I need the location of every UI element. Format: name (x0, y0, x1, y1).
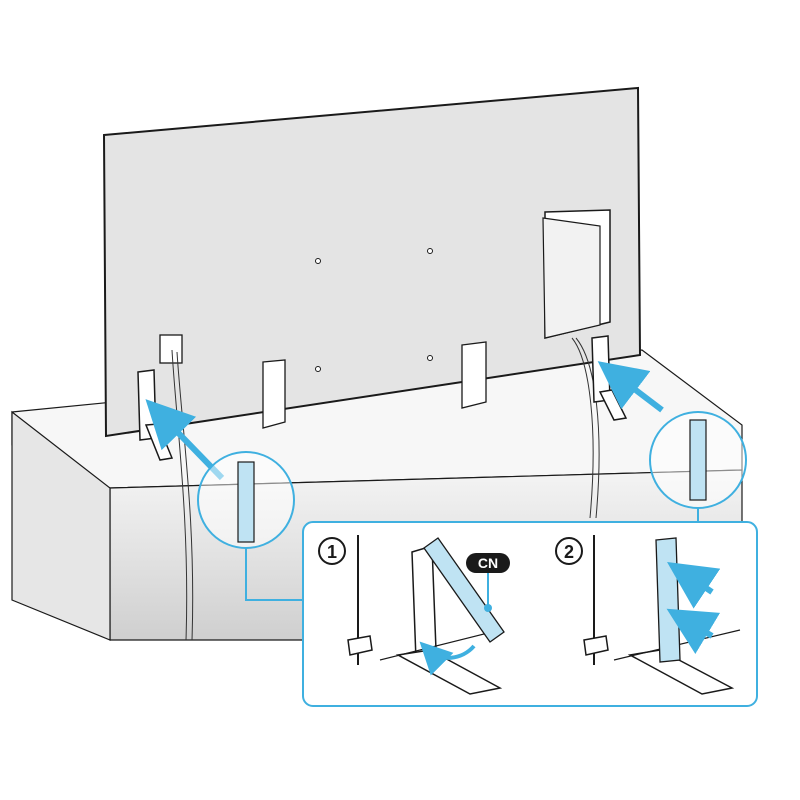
tv-back-panel (102, 86, 642, 438)
cables (171, 337, 600, 641)
step-2-badge (555, 537, 583, 565)
stand-foot-rear (347, 635, 373, 656)
step-2: 2 (555, 535, 741, 695)
attach-arrow-right (597, 361, 664, 413)
detail-panel: 1 CN 2 (302, 521, 758, 707)
wall-mount-hole (315, 258, 321, 264)
cn-pointer-dot (484, 604, 492, 612)
tv-back (102, 86, 642, 438)
cable-cover-part (237, 461, 255, 543)
power-socket (159, 334, 183, 364)
cn-tag-label: CN (478, 555, 498, 571)
cabinet-side (11, 410, 111, 641)
step-1-label: 1 (327, 542, 337, 562)
step-1-badge (318, 537, 346, 565)
zoom-circle-left (197, 451, 295, 549)
push-arrow-upper (667, 562, 721, 609)
wall-mount-hole (315, 366, 321, 372)
stand-foot-rear (583, 635, 609, 656)
stand-post (411, 545, 437, 662)
zoom-circle-right (649, 411, 747, 509)
rotation-arrow (419, 641, 476, 676)
step-2-label: 2 (564, 542, 574, 562)
stand-clip (262, 359, 286, 429)
stand-clip (461, 341, 487, 409)
cn-tag (466, 553, 510, 573)
terminal-cover-panel (542, 217, 601, 339)
cable-cover-tilted (423, 537, 505, 643)
cable-cover-attached (655, 537, 681, 663)
leader-line-left (245, 548, 303, 601)
push-arrow-lower (666, 608, 721, 655)
wall-mount-hole (427, 248, 433, 254)
wall-mount-hole (427, 355, 433, 361)
cable-cover-part (689, 419, 707, 501)
step-1: 1 CN (318, 535, 510, 695)
